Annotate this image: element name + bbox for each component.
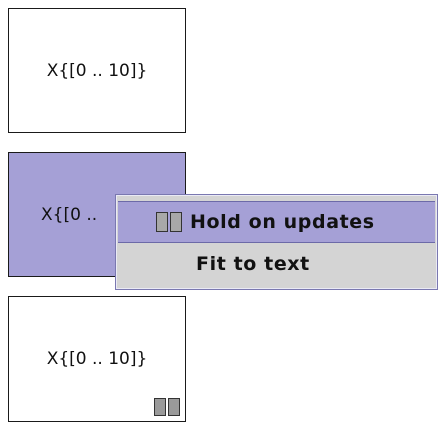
expression-node[interactable]: X{[0 .. 10]} — [8, 8, 186, 133]
pause-bar — [168, 398, 180, 416]
pause-bar — [154, 398, 166, 416]
expression-node-on-hold[interactable]: X{[0 .. 10]} — [8, 296, 186, 422]
pause-icon — [154, 398, 180, 416]
context-menu: Hold on updates Fit to text — [115, 194, 438, 290]
menu-item-label: Fit to text — [196, 253, 310, 275]
pause-bar — [156, 212, 168, 232]
pause-bar — [170, 212, 182, 232]
menu-item-fit-to-text[interactable]: Fit to text — [118, 244, 435, 284]
node-label: X{[0 .. 10]} — [46, 60, 148, 81]
node-label: X{[0 .. 10]} — [46, 349, 148, 369]
node-label: X{[0 .. — [41, 204, 98, 225]
menu-item-hold-on-updates[interactable]: Hold on updates — [118, 201, 435, 243]
pause-icon — [156, 212, 182, 232]
menu-item-label: Hold on updates — [190, 211, 375, 233]
